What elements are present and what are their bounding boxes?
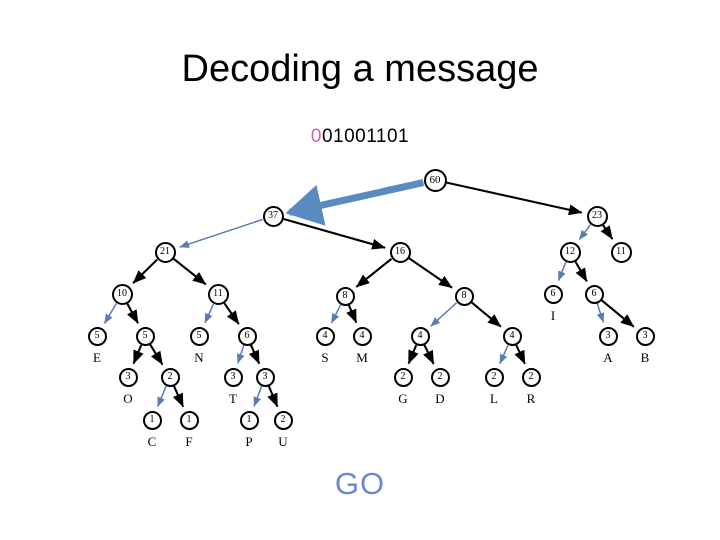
- tree-node: 2: [393, 367, 413, 387]
- tree-node: 1: [142, 410, 162, 430]
- leaf-symbol-label: B: [640, 349, 650, 365]
- tree-node: 16: [389, 241, 411, 263]
- tree-edge: [330, 304, 342, 324]
- leaf-symbol-label: O: [123, 390, 133, 406]
- leaf-symbol-label: T: [229, 390, 237, 406]
- tree-edge: [204, 303, 215, 324]
- tree-edge: [574, 261, 588, 282]
- leaf-symbol-label: I: [550, 307, 556, 323]
- tree-edge: [172, 258, 207, 286]
- tree-node: 6: [237, 326, 257, 346]
- tree-edge: [132, 258, 158, 284]
- tree-node: 5: [189, 326, 209, 346]
- tree-node: 5: [87, 326, 107, 346]
- tree-node: 2: [273, 410, 293, 430]
- tree-node: 4: [502, 326, 522, 346]
- tree-node: 10: [111, 283, 133, 305]
- tree-edge: [283, 217, 386, 250]
- tree-node: 11: [207, 283, 229, 305]
- tree-edge: [236, 345, 245, 364]
- remaining-bits: 01001101: [321, 126, 410, 147]
- tree-edge: [253, 386, 263, 407]
- tree-node: 6: [543, 284, 563, 304]
- tree-edge: [499, 344, 509, 365]
- leaf-symbol-label: P: [245, 433, 253, 449]
- tree-node: 3: [118, 367, 138, 387]
- tree-node: 3: [223, 367, 243, 387]
- leaf-symbol-label: D: [435, 390, 445, 406]
- leaf-symbol-label: R: [526, 390, 536, 406]
- tree-node: 8: [454, 286, 474, 306]
- tree-node: 8: [335, 286, 355, 306]
- tree-node: 3: [598, 326, 618, 346]
- leaf-symbol-label: A: [603, 349, 613, 365]
- tree-node: 23: [586, 205, 608, 227]
- tree-edge: [600, 224, 614, 240]
- page-title: Decoding a message: [181, 48, 539, 90]
- tree-node: 4: [315, 326, 335, 346]
- tree-edge: [423, 344, 435, 365]
- tree-edge: [408, 257, 453, 289]
- tree-edge: [596, 303, 605, 323]
- tree-node: 1: [239, 410, 259, 430]
- leaf-symbol-label: L: [490, 390, 498, 406]
- consumed-bits: 0: [310, 126, 322, 147]
- tree-edge: [355, 258, 393, 288]
- leaf-symbol-label: U: [278, 433, 288, 449]
- tree-node: 60: [423, 168, 447, 192]
- tree-edge: [132, 344, 144, 365]
- leaf-symbol-label: M: [356, 349, 368, 365]
- tree-edge: [223, 302, 240, 325]
- tree-edge: [248, 344, 261, 365]
- tree-edge: [346, 304, 358, 324]
- tree-edge: [126, 303, 139, 324]
- tree-edge: [149, 343, 164, 366]
- tree-node: 2: [521, 367, 541, 387]
- tree-node: 2: [484, 367, 504, 387]
- tree-node: 12: [559, 241, 581, 263]
- tree-node: 2: [430, 367, 450, 387]
- tree-edge: [430, 302, 458, 327]
- leaf-symbol-label: G: [398, 390, 408, 406]
- encoded-bitstring: 001001101: [0, 126, 720, 148]
- tree-node: 11: [610, 241, 632, 263]
- decode-path-arrow: [285, 179, 425, 226]
- tree-edge: [514, 344, 526, 365]
- tree-edge: [601, 299, 635, 328]
- tree-node: 3: [255, 367, 275, 387]
- tree-node: 6: [584, 284, 604, 304]
- tree-node: 5: [135, 326, 155, 346]
- leaf-symbol-label: E: [93, 349, 101, 365]
- tree-edge: [407, 344, 419, 365]
- tree-edge: [471, 301, 502, 328]
- decoded-output: GO: [334, 466, 386, 501]
- tree-node: 1: [179, 410, 199, 430]
- tree-node: 4: [352, 326, 372, 346]
- tree-node: 2: [160, 367, 180, 387]
- leaf-symbol-label: N: [194, 349, 204, 365]
- tree-edge: [557, 261, 567, 281]
- tree-edge: [446, 181, 583, 216]
- tree-node: 37: [262, 205, 284, 227]
- tree-node: 4: [410, 326, 430, 346]
- tree-edge: [267, 385, 279, 408]
- tree-edge: [156, 385, 167, 408]
- tree-edge: [179, 218, 263, 248]
- leaf-symbol-label: S: [321, 349, 329, 365]
- tree-edge: [578, 224, 592, 241]
- tree-edge: [103, 303, 118, 324]
- tree-node: 21: [154, 241, 176, 263]
- leaf-symbol-label: F: [185, 433, 193, 449]
- tree-edge: [172, 385, 185, 408]
- leaf-symbol-label: C: [147, 433, 157, 449]
- tree-node: 3: [635, 326, 655, 346]
